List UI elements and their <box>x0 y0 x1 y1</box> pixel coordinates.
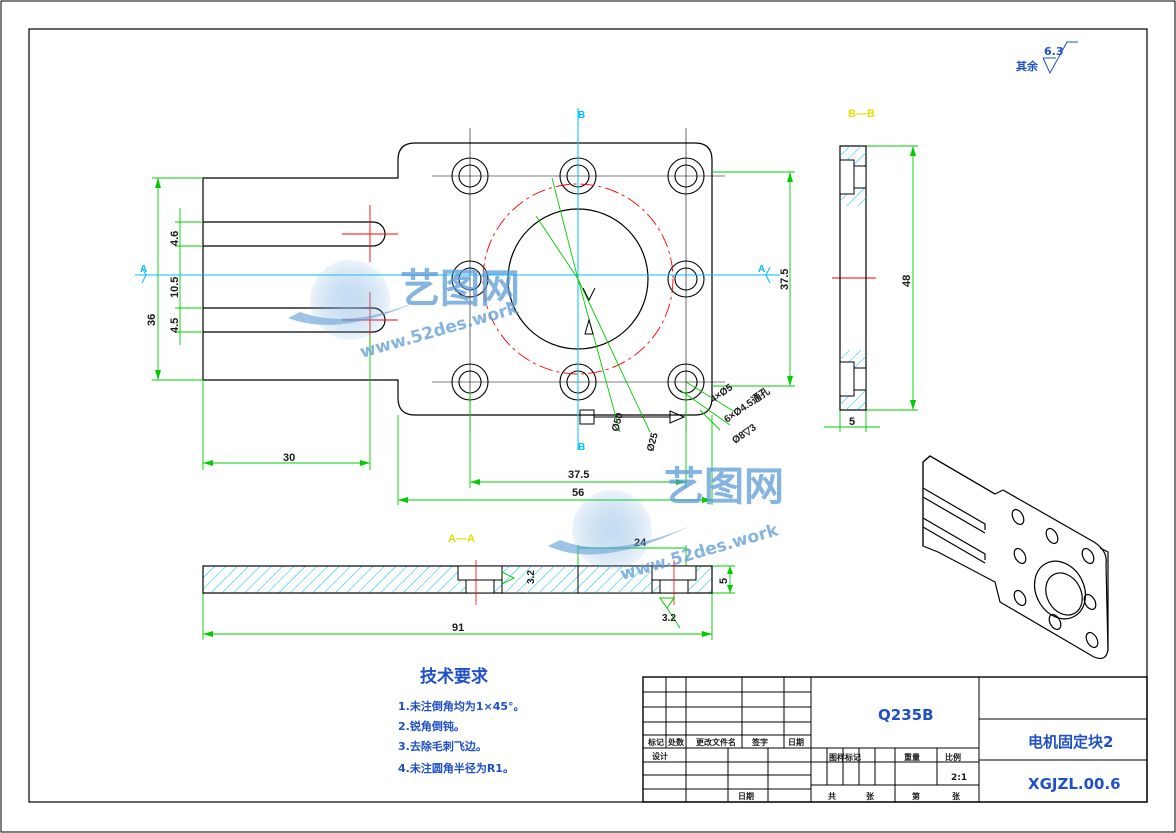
section-label-aa: A—A <box>448 533 475 545</box>
title-drawing-code: XGJZL.00.6 <box>1028 775 1121 793</box>
title-material: Q235B <box>878 706 934 724</box>
header-weight: 重量 <box>904 752 920 762</box>
dim-48: 48 <box>901 275 913 287</box>
dim-37-5-vertical: 37.5 <box>779 269 791 290</box>
dim-4-5: 4.5 <box>169 318 181 333</box>
cut-label-a-right: A <box>758 264 765 275</box>
title-block <box>642 676 1148 803</box>
section-view-aa <box>202 560 713 605</box>
header-stage-mark: 图样标记 <box>829 752 861 762</box>
watermark-brand-2: 艺图网 <box>664 464 784 510</box>
cut-label-b-bottom: B <box>578 442 585 453</box>
tech-item-1: 1.未注倒角均为1×45°。 <box>398 699 525 713</box>
direction-marker <box>579 287 686 425</box>
dim-4-6: 4.6 <box>169 231 181 246</box>
dim-phi25: Ø25 <box>645 431 661 453</box>
roughness-label: 其余 <box>1016 59 1039 73</box>
cut-label-a-left: A <box>140 264 147 275</box>
dim-56: 56 <box>572 487 584 499</box>
tech-item-3: 3.去除毛刺飞边。 <box>398 739 487 753</box>
title-part-name: 电机固定块2 <box>1028 733 1113 751</box>
header-design: 设计 <box>652 751 668 761</box>
section-label-bb: B—B <box>848 108 875 120</box>
cut-label-b-top: B <box>578 110 585 121</box>
section-roughness-1: 3.2 <box>526 570 537 584</box>
section-roughness-marks <box>501 571 681 629</box>
section-view-bb <box>839 145 867 411</box>
title-scale: 2:1 <box>951 773 967 783</box>
dim-37-5-horizontal: 37.5 <box>568 469 589 481</box>
isometric-view <box>922 455 1109 660</box>
inner-frame <box>28 28 1148 803</box>
header-sign: 签字 <box>751 737 768 747</box>
tech-item-2: 2.锐角倒钝。 <box>398 719 465 733</box>
header-scale: 比例 <box>945 752 961 762</box>
header-change-file: 更改文件名 <box>696 737 736 747</box>
header-date: 日期 <box>788 737 804 747</box>
header-date-2: 日期 <box>738 791 754 801</box>
header-sheet-2: 张 <box>952 792 961 801</box>
header-total: 共 <box>828 791 836 801</box>
dim-holes-3: Ø8▽3 <box>730 422 758 447</box>
header-page: 第 <box>912 791 920 801</box>
tech-item-4: 4.未注圆角半径为R1。 <box>398 761 514 775</box>
watermark-1: 艺图网 www.52des.work <box>288 260 521 363</box>
dim-91: 91 <box>452 622 464 634</box>
roughness-value: 6.3 <box>1044 45 1064 58</box>
header-count: 处数 <box>667 737 685 747</box>
dimension-arrows <box>155 146 916 637</box>
dim-5-side: 5 <box>849 416 855 428</box>
dim-10-5: 10.5 <box>169 277 181 298</box>
tech-requirements-title: 技术要求 <box>420 666 488 687</box>
watermark-brand-1: 艺图网 <box>400 266 520 312</box>
dim-30: 30 <box>283 452 295 464</box>
dim-36: 36 <box>146 314 158 326</box>
header-mark: 标记 <box>647 737 664 747</box>
header-sheet: 张 <box>866 792 875 801</box>
dim-5-section: 5 <box>718 578 730 584</box>
section-roughness-2: 3.2 <box>662 613 676 624</box>
roughness-symbol <box>1042 41 1078 75</box>
